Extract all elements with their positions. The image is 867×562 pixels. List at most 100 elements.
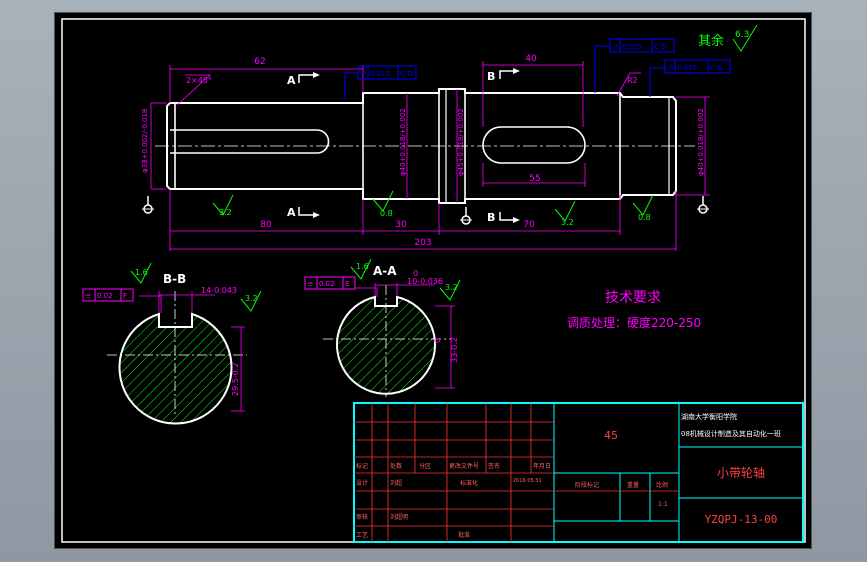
tb-material: 45 bbox=[604, 429, 618, 442]
tb-drawing-no: YZQPJ-13-00 bbox=[705, 513, 778, 526]
default-roughness-label: 其余 bbox=[698, 33, 724, 49]
dim-55: 55 bbox=[529, 174, 540, 184]
tolerance-frame-1: ↗ 0.015 C-D bbox=[344, 65, 417, 99]
section-bb-roughness-top-symbol bbox=[130, 262, 152, 284]
section-aa-symmetry-frame: ⌯ 0.02 E bbox=[304, 276, 356, 290]
svg-text:0.02: 0.02 bbox=[319, 280, 335, 288]
section-aa-label: A-A bbox=[373, 264, 397, 278]
tb-label-review: 审核 bbox=[356, 513, 368, 521]
tb-designer: 刘超 bbox=[390, 479, 402, 487]
svg-text:E: E bbox=[345, 280, 349, 288]
center-mark-right bbox=[697, 196, 709, 214]
tb-reviewer: 刘超明 bbox=[390, 513, 408, 521]
dim-62: 62 bbox=[254, 57, 265, 67]
tb-scale-value: 1:1 bbox=[658, 501, 668, 508]
drawing-canvas: 其余 6.3 bbox=[61, 18, 806, 543]
tb-label-count: 处数 bbox=[390, 462, 402, 470]
section-aa-width: 10-0.036 bbox=[407, 277, 443, 286]
svg-text:⌯: ⌯ bbox=[85, 291, 92, 300]
tb-design-date: 2016.05.31 bbox=[513, 478, 542, 484]
tolerance-frame-3: ↗ 0.015 C-D bbox=[649, 59, 731, 97]
section-aa-roughness-side: 3.2 bbox=[445, 283, 458, 292]
svg-text:A: A bbox=[287, 206, 296, 219]
dim-dia-left: φ38+0.002/-0.018 bbox=[141, 109, 149, 173]
section-aa-roughness-top-symbol bbox=[350, 258, 372, 280]
section-bb-width: 14-0.043 bbox=[201, 286, 237, 295]
tb-label-process: 工艺 bbox=[356, 531, 368, 539]
tb-school-line1: 湖南大学衡阳学院 bbox=[681, 412, 737, 421]
left-keyway bbox=[170, 129, 330, 154]
svg-text:↗: ↗ bbox=[360, 69, 367, 78]
dim-chamfer: 2×45° bbox=[186, 76, 212, 85]
svg-text:F: F bbox=[123, 292, 127, 300]
tb-label-sign: 签名 bbox=[488, 462, 500, 470]
section-bb-symmetry-frame: ⌯ 0.02 F bbox=[82, 288, 134, 302]
svg-text:C-D: C-D bbox=[400, 70, 413, 78]
tb-label-change: 更改文件号 bbox=[449, 462, 479, 470]
tb-label-standardize: 标准化 bbox=[460, 479, 478, 487]
roughness-r4: 0.8 bbox=[638, 213, 651, 222]
dim-70: 70 bbox=[523, 220, 535, 230]
tb-school-line2: 08机械设计制造及其自动化一班 bbox=[681, 429, 781, 438]
dim-80: 80 bbox=[260, 220, 272, 230]
section-bb-shape bbox=[118, 312, 233, 425]
dim-dia-mid: φ40+0.018/+0.002 bbox=[399, 108, 407, 176]
tb-label-mark: 标记 bbox=[356, 462, 368, 470]
middle-keyway bbox=[482, 126, 586, 164]
tech-req-line1: 调质处理：硬度220-250 bbox=[567, 315, 701, 330]
section-aa-depth: 33-0.2 bbox=[450, 337, 459, 363]
section-aa-depth-zero: 0 bbox=[433, 338, 442, 343]
svg-text:0.02: 0.02 bbox=[97, 292, 113, 300]
dimension-lines bbox=[150, 61, 710, 251]
center-mark-left bbox=[142, 196, 154, 214]
tb-label-weight: 重量 bbox=[627, 481, 639, 489]
svg-text:⌯: ⌯ bbox=[307, 279, 314, 288]
section-bb-roughness-side: 3.2 bbox=[245, 294, 258, 303]
svg-text:↗: ↗ bbox=[667, 63, 674, 72]
roughness-r1: 3.2 bbox=[219, 208, 232, 217]
dim-dia-right: φ40+0.018/+0.002 bbox=[697, 108, 705, 176]
svg-text:C-D: C-D bbox=[710, 64, 723, 72]
tb-label-stage: 阶段标记 bbox=[575, 481, 599, 489]
default-roughness-symbol bbox=[732, 24, 758, 52]
svg-text:B: B bbox=[487, 70, 495, 83]
tb-part-name: 小带轮轴 bbox=[717, 465, 765, 480]
roughness-r2: 0.8 bbox=[380, 209, 393, 218]
svg-text:C-D: C-D bbox=[654, 43, 667, 51]
tolerance-frame-2: ↗ 0.015 C-D bbox=[594, 38, 675, 93]
section-mark-a-top: A bbox=[287, 72, 320, 87]
section-bb-label: B-B bbox=[163, 272, 186, 286]
tb-label-date: 年月日 bbox=[533, 462, 551, 470]
roughness-symbols-main bbox=[212, 190, 654, 222]
dim-dia-collar: φ45+0.018/+0.002 bbox=[457, 108, 465, 176]
tech-req-title: 技术要求 bbox=[605, 290, 661, 306]
tb-label-approve: 批准 bbox=[458, 531, 470, 539]
svg-text:A: A bbox=[287, 74, 296, 87]
drawing-sheet: 其余 6.3 bbox=[55, 13, 811, 548]
dim-40: 40 bbox=[525, 54, 537, 64]
svg-text:B: B bbox=[487, 211, 495, 224]
section-aa-view: A-A 0 10-0.036 0 33-0.2 1.6 bbox=[304, 258, 461, 397]
svg-text:0.015: 0.015 bbox=[622, 43, 642, 51]
section-aa-roughness-top: 1.6 bbox=[356, 262, 369, 271]
shaft-main-view: 62 2×45° 40 R2 55 80 30 70 203 φ38+0.002… bbox=[141, 38, 731, 251]
center-mark-mid bbox=[460, 207, 472, 225]
section-bb-roughness-top: 1.6 bbox=[135, 268, 148, 277]
tb-label-design: 设计 bbox=[356, 479, 368, 487]
roughness-r3: 3.2 bbox=[561, 218, 574, 227]
dim-203: 203 bbox=[414, 238, 431, 248]
section-aa-roughness-side-symbol bbox=[439, 279, 461, 301]
section-mark-a-bottom: A bbox=[287, 206, 320, 219]
section-bb-roughness-side-symbol bbox=[240, 290, 262, 312]
section-aa-width-zero: 0 bbox=[413, 269, 418, 278]
section-mark-b-bottom: B bbox=[487, 211, 520, 224]
tb-label-zone: 分区 bbox=[419, 462, 431, 470]
svg-text:0.015: 0.015 bbox=[677, 64, 697, 72]
dim-30: 30 bbox=[395, 220, 407, 230]
title-block: 标记 处数 分区 更改文件号 签名 年月日 设计 刘超 标准化 2016.05.… bbox=[353, 402, 804, 543]
svg-text:↗: ↗ bbox=[612, 42, 619, 51]
dim-radius: R2 bbox=[627, 76, 638, 85]
default-roughness-value: 6.3 bbox=[735, 30, 749, 40]
section-bb-view: B-B 14-0.043 29.5-0.2 1.6 3. bbox=[82, 262, 262, 425]
